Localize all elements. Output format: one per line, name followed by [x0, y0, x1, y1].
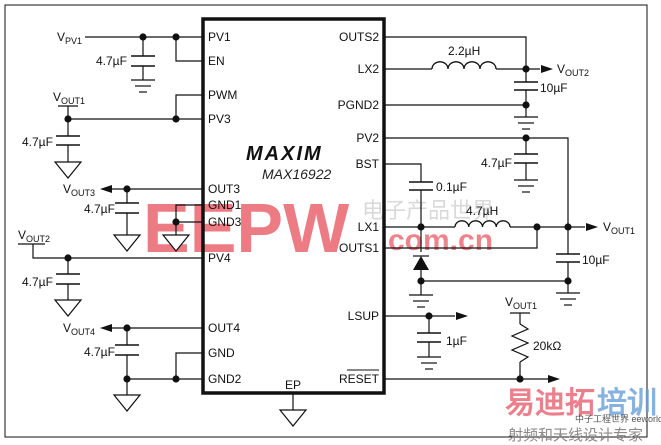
resistor: [510, 323, 530, 363]
pin-lx2: LX2: [358, 62, 380, 76]
value-c-out3: 4.7µF: [84, 202, 115, 216]
value-c-pv1: 4.7µF: [96, 54, 127, 68]
ground-triangle-icon: [53, 161, 83, 179]
part-number: MAX16922: [262, 166, 331, 182]
pin-outs2: OUTS2: [339, 30, 379, 44]
value-r-reset: 20kΩ: [533, 339, 561, 353]
wire: [175, 94, 203, 119]
arrow-right-icon: [548, 375, 560, 383]
net-label-vpv1: VPV1: [57, 30, 82, 46]
net-label-vout1-right: VOUT1: [603, 220, 635, 236]
ground-triangle-icon: [112, 234, 142, 252]
frame: [4, 4, 648, 438]
value-c-pv4: 4.7µF: [22, 275, 53, 289]
net-label-vout4: VOUT4: [63, 321, 95, 337]
watermark-brand-blue: 培训: [597, 386, 657, 420]
pin-ep: EP: [285, 378, 301, 392]
wire: [175, 37, 203, 62]
ground-triangle-icon: [161, 234, 191, 252]
wire: [384, 227, 538, 249]
inductor: [454, 220, 511, 228]
ground-triangle-icon: [278, 409, 308, 427]
arrow-left-icon: [100, 185, 112, 193]
watermark-tagline: 射频和天线设计专家: [508, 427, 643, 444]
pin-pv3: PV3: [208, 112, 231, 126]
value-c-pv2: 4.7µF: [481, 156, 512, 170]
pin-pv4: PV4: [208, 251, 231, 265]
inductor: [431, 61, 497, 70]
arrow-right-icon: [456, 312, 468, 320]
net-label-vout2-right: VOUT2: [557, 62, 589, 78]
wire: [384, 36, 527, 69]
right-pins: OUTS2 LX2 PGND2 PV2 BST LX1 OUTS1 LSUP R…: [338, 30, 380, 386]
watermark-brand-red: 易迪拓: [505, 387, 595, 420]
pin-out3: OUT3: [208, 182, 240, 196]
maxim-logo: MAXIM: [246, 143, 323, 165]
net-label-vout2-left: VOUT2: [18, 228, 50, 244]
diode-icon: [413, 256, 429, 270]
pin-lsup: LSUP: [348, 309, 379, 323]
left-pins: PV1 EN PWM PV3 OUT3 GND1 GND3 PV4 OUT4 G…: [208, 30, 242, 386]
value-l-lx1: 4.7µH: [466, 204, 498, 218]
junction-dot: [172, 218, 180, 226]
ground-triangle-icon: [112, 394, 142, 412]
wire: [32, 244, 203, 259]
wiring: [18, 33, 598, 427]
pin-out4: OUT4: [208, 321, 240, 335]
value-c-out1: 10µF: [582, 253, 610, 267]
value-c-pv3: 4.7µF: [22, 135, 53, 149]
pin-pv2: PV2: [356, 131, 379, 145]
ground-triangle-icon: [53, 299, 83, 317]
value-c-out4: 4.7µF: [84, 345, 115, 359]
pin-reset: RESET: [339, 372, 380, 386]
pin-gnd: GND: [208, 346, 235, 360]
pin-gnd1: GND1: [208, 198, 242, 212]
pin-en: EN: [208, 54, 225, 68]
pin-pv1: PV1: [208, 30, 231, 44]
arrow-left-icon: [100, 324, 112, 332]
watermark-small: 中子工程世界 eeworld.com.cn: [575, 413, 661, 424]
pin-pwm: PWM: [208, 88, 237, 102]
junction-dot: [522, 101, 530, 109]
net-label-vout1-left: VOUT1: [53, 90, 85, 106]
value-c-lsup: 1µF: [446, 334, 467, 348]
watermark-com-cn: com.cn: [388, 224, 493, 257]
value-c-bst: 0.1µF: [436, 180, 467, 194]
pin-pgnd2: PGND2: [338, 98, 380, 112]
value-c-out2: 10µF: [540, 81, 568, 95]
arrow-right-icon: [586, 223, 598, 231]
wire: [384, 137, 569, 227]
wire: [384, 163, 422, 182]
value-l-lx2: 2.2µH: [448, 44, 480, 58]
wire: [175, 352, 203, 379]
pin-bst: BST: [356, 157, 380, 171]
arrow-right-icon: [541, 65, 553, 73]
pin-gnd2: GND2: [208, 372, 242, 386]
pin-lx1: LX1: [358, 220, 380, 234]
pin-gnd3: GND3: [208, 215, 242, 229]
net-label-vout3: VOUT3: [63, 182, 95, 198]
watermark-eepw: EEPW: [143, 189, 349, 267]
net-label-vout1-pullup: VOUT1: [505, 295, 537, 311]
pin-outs1: OUTS1: [339, 241, 379, 255]
